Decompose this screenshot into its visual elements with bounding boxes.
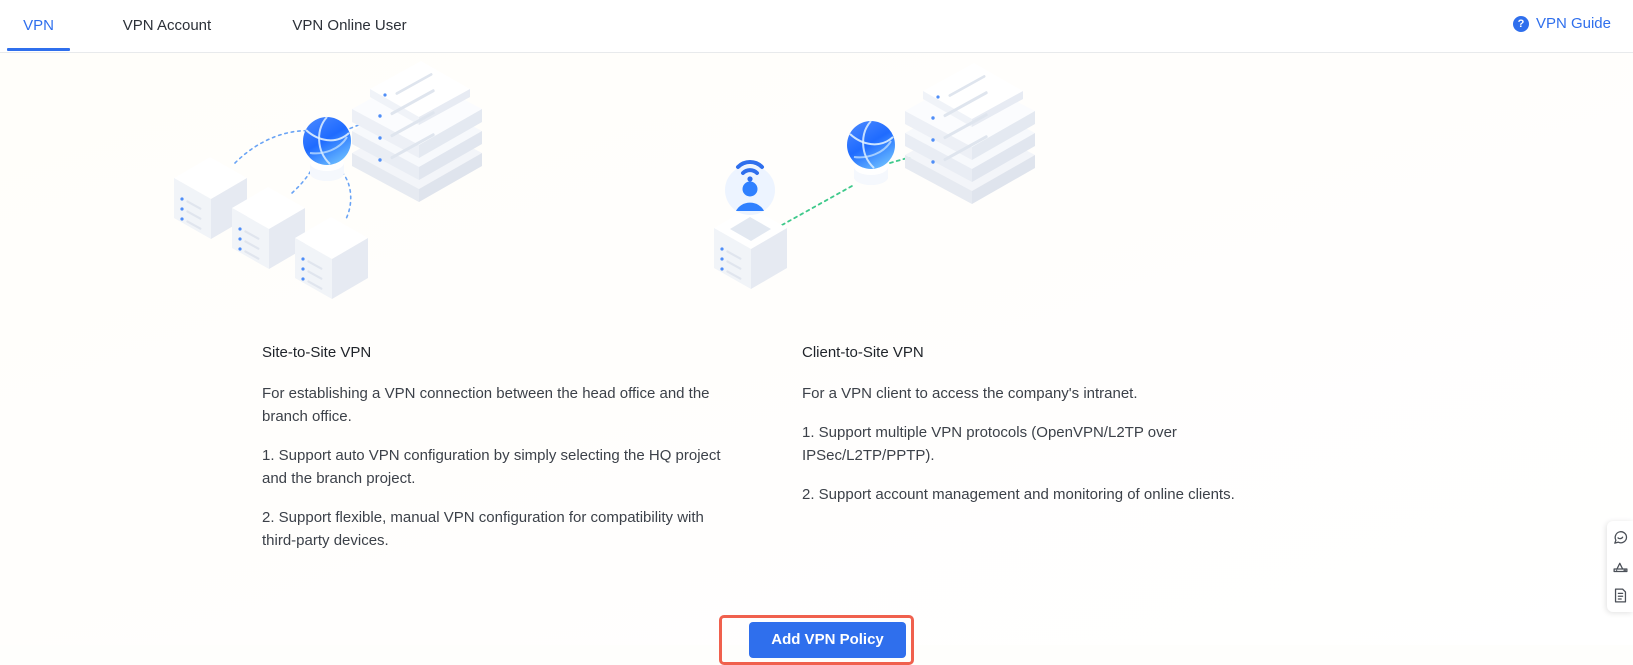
site-to-site-section: Site-to-Site VPN For establishing a VPN … (140, 53, 721, 552)
question-circle-icon: ? (1512, 15, 1529, 32)
site-to-site-text: Site-to-Site VPN For establishing a VPN … (262, 343, 727, 552)
document-list-icon[interactable] (1612, 587, 1629, 604)
top-tab-bar: VPN VPN Account VPN Online User ? VPN Gu… (0, 0, 1633, 53)
tab-vpn-account-label: VPN Account (122, 17, 212, 34)
device-router-icon[interactable] (1612, 558, 1629, 575)
client-to-site-vpn-diagram (700, 53, 1260, 343)
site-to-site-illustration-svg (174, 61, 482, 299)
client-to-site-heading: Client-to-Site VPN (802, 344, 924, 361)
tab-vpn[interactable]: VPN (0, 0, 77, 51)
client-to-site-paragraph-1: For a VPN client to access the company's… (802, 385, 1138, 402)
site-to-site-heading: Site-to-Site VPN (262, 344, 372, 361)
wifi-icon (736, 160, 764, 182)
add-vpn-policy-highlight: Add VPN Policy (719, 615, 914, 665)
client-to-site-section: Client-to-Site VPN For a VPN client to a… (700, 53, 1260, 552)
vpn-overview-content: Site-to-Site VPN For establishing a VPN … (0, 53, 1633, 665)
tab-list: VPN VPN Account VPN Online User (0, 0, 442, 51)
tab-vpn-account[interactable]: VPN Account (77, 0, 257, 51)
chat-bubble-icon[interactable] (1612, 529, 1629, 546)
client-to-site-paragraph-3: 2. Support account management and monito… (802, 486, 1235, 503)
vpn-columns: Site-to-Site VPN For establishing a VPN … (0, 53, 1633, 552)
site-to-site-paragraph-2: 1. Support auto VPN configuration by sim… (262, 447, 721, 487)
site-to-site-paragraph-1: For establishing a VPN connection betwee… (262, 385, 710, 425)
client-to-site-paragraph-2: 1. Support multiple VPN protocols (OpenV… (802, 424, 1177, 464)
tab-vpn-online-user[interactable]: VPN Online User (257, 0, 442, 51)
site-to-site-vpn-diagram (140, 53, 700, 343)
tab-vpn-label: VPN (23, 17, 54, 34)
site-to-site-paragraph-3: 2. Support flexible, manual VPN configur… (262, 509, 704, 549)
vpn-guide-label: VPN Guide (1535, 15, 1611, 32)
vpn-guide-link[interactable]: ? VPN Guide (1512, 15, 1611, 32)
client-to-site-illustration-svg (714, 63, 1035, 289)
add-vpn-policy-button[interactable]: Add VPN Policy (749, 622, 906, 658)
primary-action-area: Add VPN Policy (0, 615, 1633, 665)
client-to-site-text: Client-to-Site VPN For a VPN client to a… (802, 343, 1292, 506)
tab-vpn-online-user-label: VPN Online User (292, 17, 407, 34)
floating-tool-dock (1607, 521, 1633, 612)
